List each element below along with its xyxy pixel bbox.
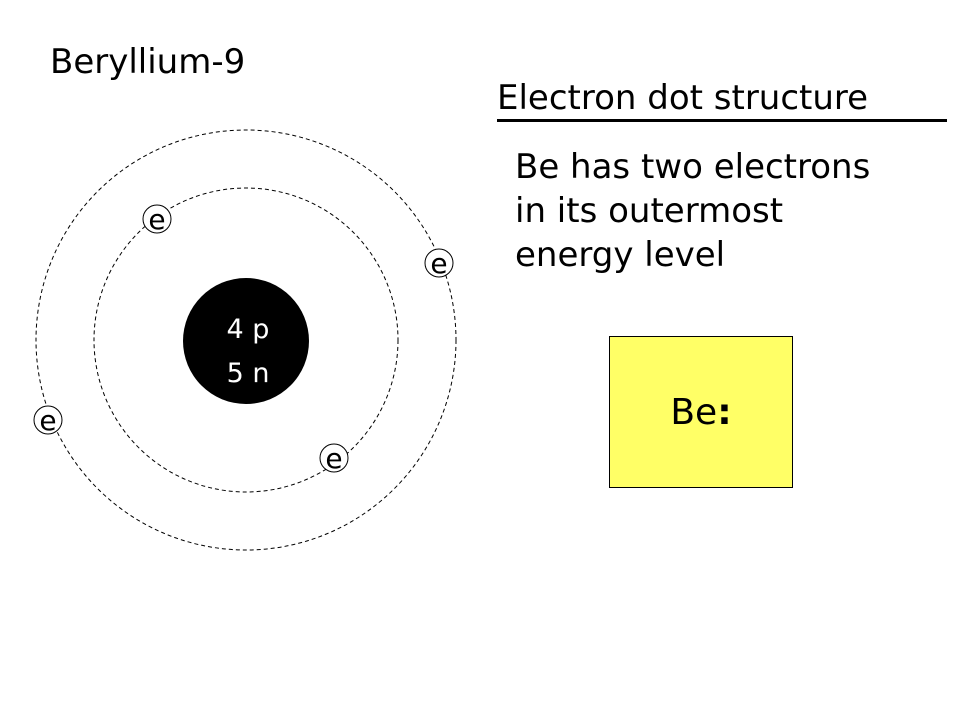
electron-label: e bbox=[148, 203, 165, 236]
atom-title: Beryllium-9 bbox=[50, 42, 246, 82]
electron-label: e bbox=[39, 404, 56, 437]
description-line-2: in its outermost bbox=[515, 191, 784, 231]
inner-electron-shell bbox=[93, 187, 399, 493]
nucleus bbox=[183, 278, 309, 404]
electron-inner-top: e bbox=[142, 203, 172, 236]
electron-outer-right: e bbox=[424, 247, 454, 280]
electron-label: e bbox=[325, 442, 342, 475]
dot-structure-heading: Electron dot structure bbox=[497, 78, 947, 122]
nucleus-neutrons-label: 5 n bbox=[227, 358, 270, 389]
description-text: Be has two electrons in its outermost en… bbox=[515, 145, 945, 277]
valence-dots: : bbox=[717, 391, 732, 433]
electron-label: e bbox=[430, 247, 447, 280]
element-symbol: Be bbox=[670, 391, 718, 433]
electron-dot-box: Be: bbox=[609, 336, 793, 488]
electron-outer-left: e bbox=[33, 404, 63, 437]
description-line-3: energy level bbox=[515, 235, 726, 275]
electron-inner-bottom: e bbox=[319, 442, 349, 475]
outer-electron-shell bbox=[35, 129, 457, 551]
description-line-1: Be has two electrons bbox=[515, 147, 871, 187]
nucleus-protons-label: 4 p bbox=[227, 314, 270, 345]
